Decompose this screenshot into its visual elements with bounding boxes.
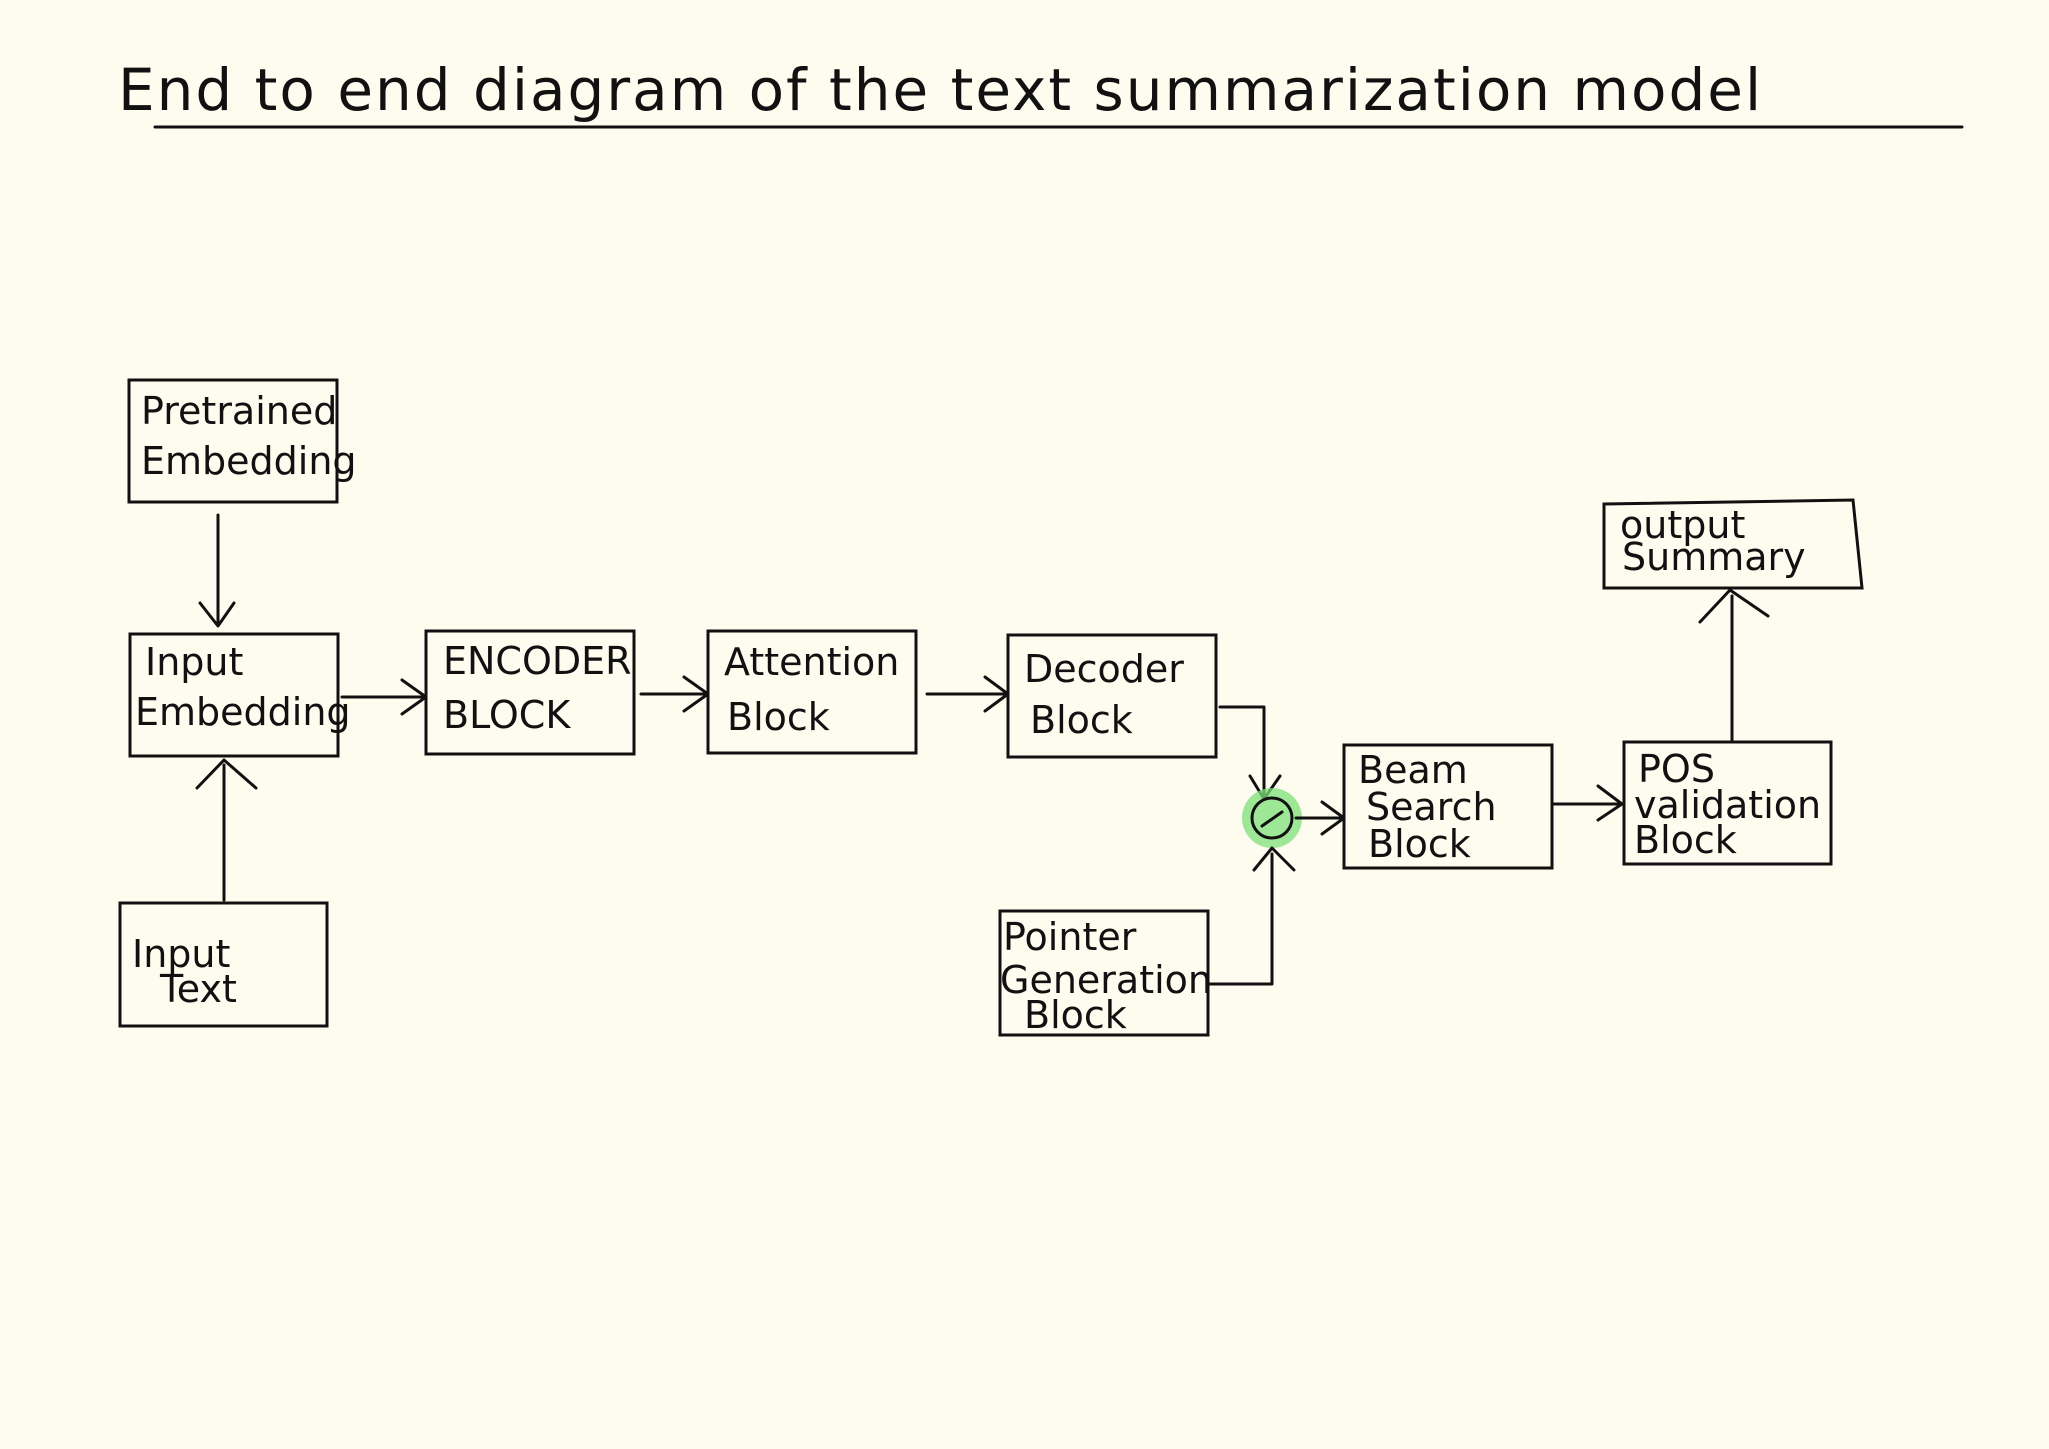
combine-node (1242, 788, 1302, 848)
node-decoder-block: Decoder Block (1006, 633, 1218, 759)
node-label-line: Block (1368, 822, 1471, 866)
node-label-line: Block (727, 695, 830, 739)
node-label-line: Embedding (141, 439, 357, 483)
arrow-pretrained-to-input-embedding (198, 513, 236, 628)
node-label-line: Pretrained (141, 389, 337, 433)
node-label-line: Block (1634, 818, 1737, 862)
node-label-line: output (1620, 503, 1745, 547)
node-beam-search-block: Beam Search Block (1342, 743, 1554, 870)
arrow-encoder-to-attention (639, 675, 710, 713)
node-pretrained-embedding: Pretrained Embedding (127, 378, 357, 504)
node-input-text: Input Text (118, 901, 329, 1028)
node-label-line: Beam (1358, 748, 1468, 792)
arrow-beam-search-to-pos-validation (1552, 784, 1624, 822)
node-label-line: Search (1366, 785, 1497, 829)
arrow-pointer-generation-to-combine (1208, 846, 1296, 986)
node-label-line: Attention (724, 640, 899, 684)
node-label-line: Summary (1622, 535, 1806, 579)
node-label-line: validation (1634, 783, 1821, 827)
node-attention-block: Attention Block (706, 629, 918, 755)
arrow-combine-to-beam-search (1294, 800, 1346, 836)
arrow-pos-validation-to-output-summary (1698, 588, 1770, 742)
node-label-line: Text (159, 967, 237, 1011)
arrow-input-embedding-to-encoder (340, 678, 428, 716)
node-label-line: Input (132, 932, 230, 976)
node-label-line: POS (1638, 747, 1715, 791)
node-label-line: Generation (1000, 958, 1212, 1002)
node-label-line: ENCODER (443, 639, 632, 683)
arrow-attention-to-decoder (925, 675, 1010, 713)
node-label-line: Decoder (1024, 647, 1184, 691)
node-output-summary: output Summary (1602, 498, 1864, 590)
node-label-line: BLOCK (443, 693, 571, 737)
arrow-input-text-to-input-embedding (195, 758, 258, 902)
node-label-line: Pointer (1003, 915, 1137, 959)
node-label-line: Block (1024, 993, 1127, 1037)
node-pos-validation-block: POS validation Block (1622, 740, 1833, 866)
node-label-line: Block (1030, 698, 1133, 742)
diagram-title: End to end diagram of the text summariza… (118, 56, 1763, 124)
node-label-line: Input (145, 640, 243, 684)
node-label-line: Embedding (135, 690, 351, 734)
node-encoder-block: ENCODER BLOCK (424, 629, 636, 756)
arrow-decoder-to-combine (1218, 705, 1282, 801)
node-input-embedding: Input Embedding (128, 632, 351, 758)
node-pointer-generation-block: Pointer Generation Block (998, 909, 1212, 1037)
